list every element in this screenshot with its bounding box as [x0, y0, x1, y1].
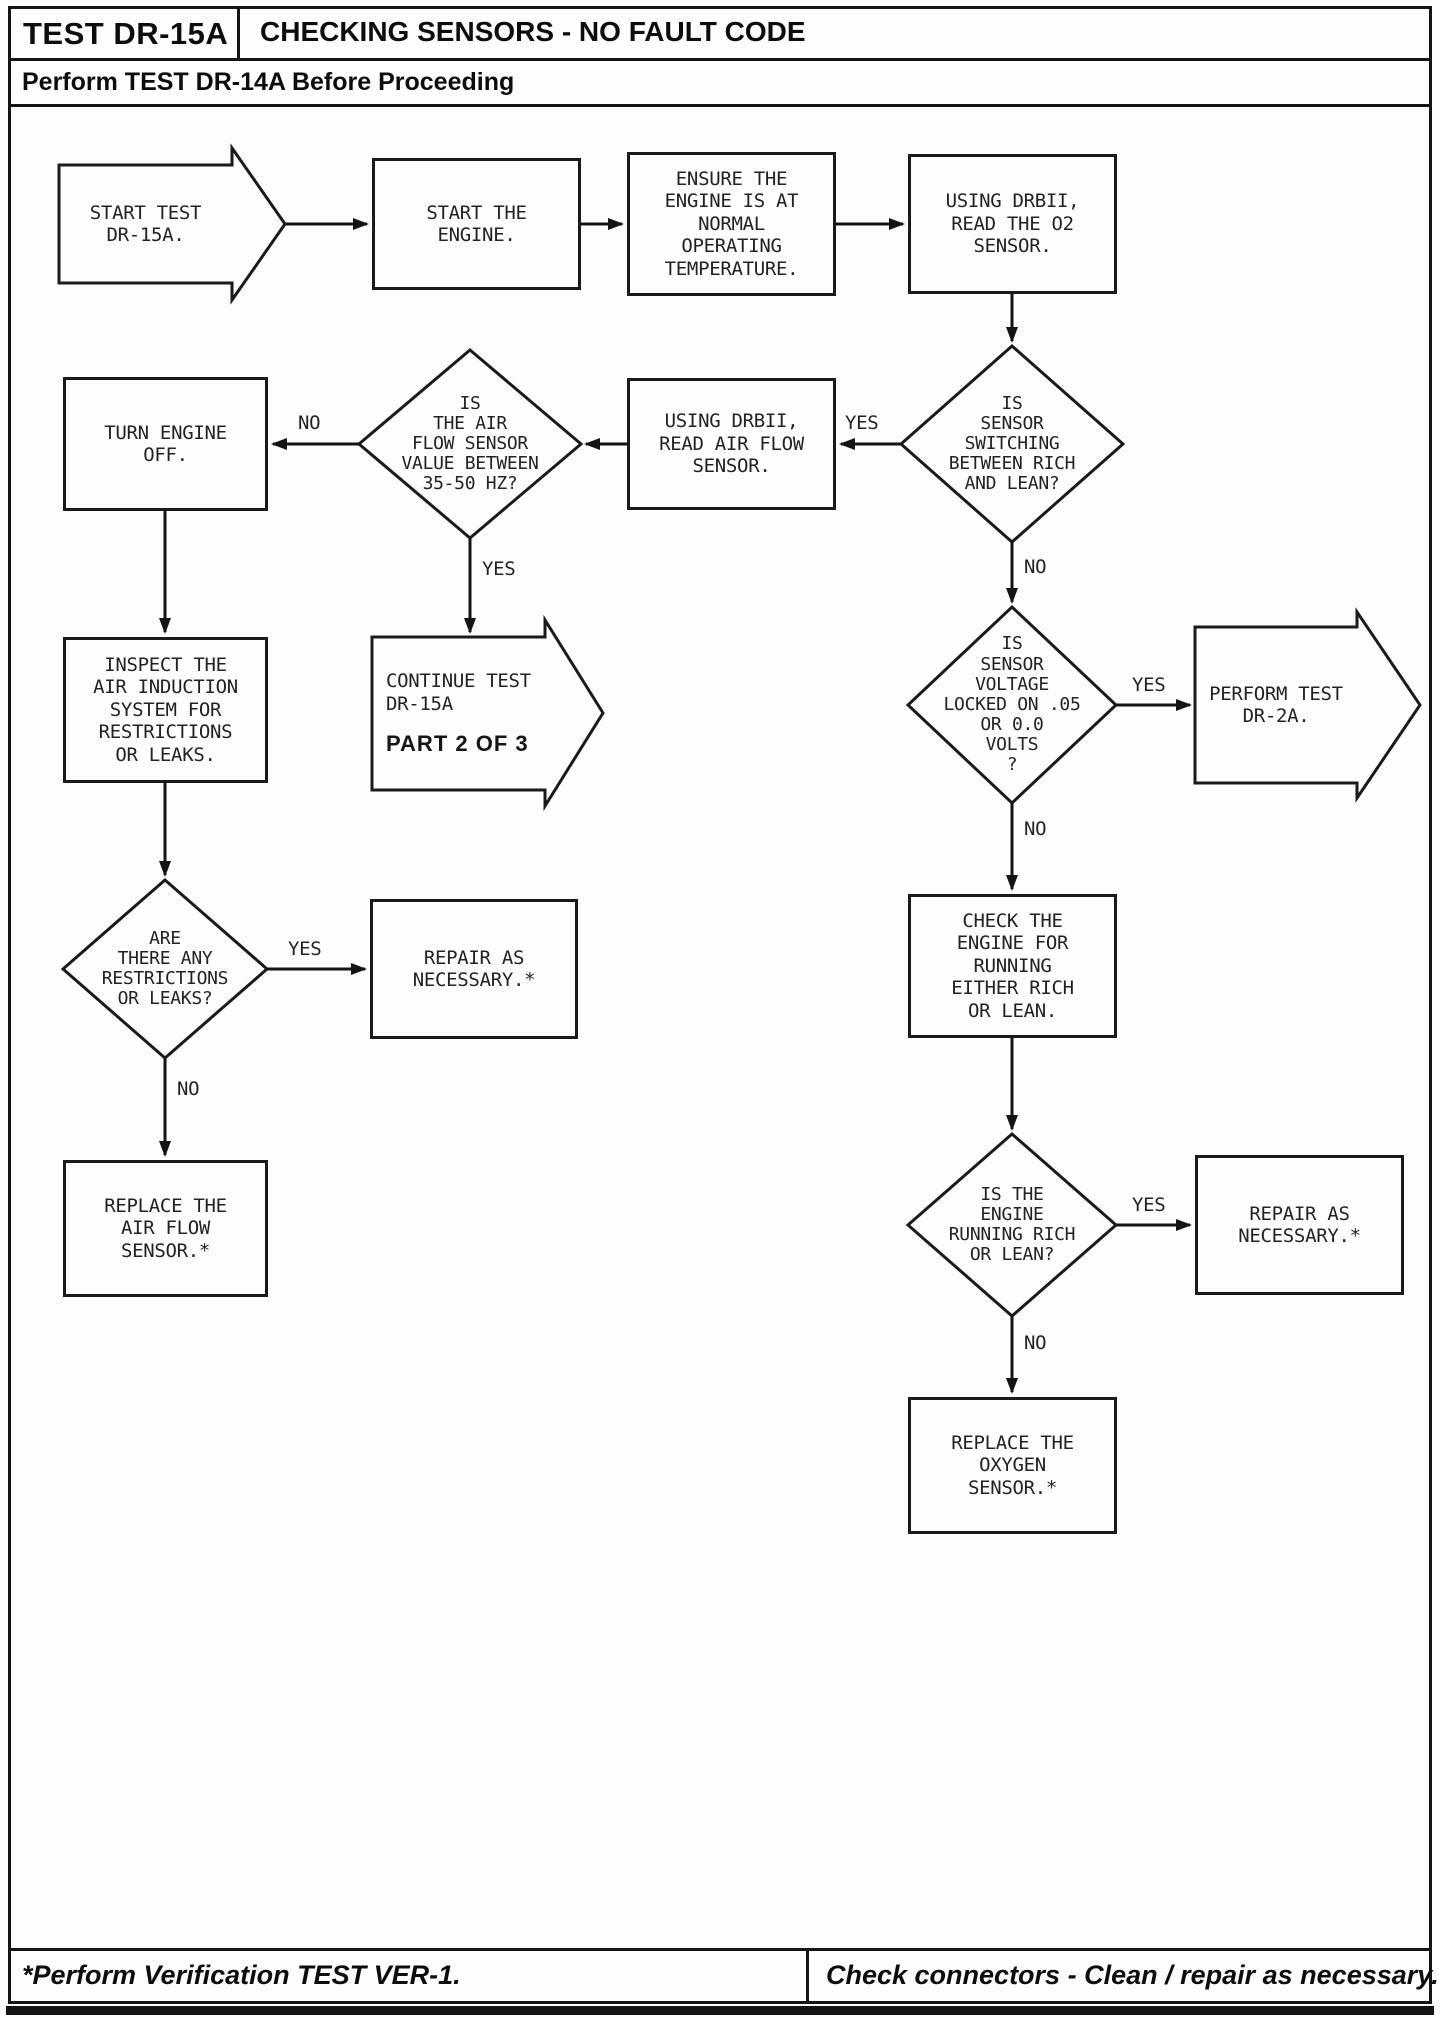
divider — [8, 58, 1432, 61]
node-turn-engine-off: TURN ENGINE OFF. — [63, 377, 268, 511]
decision-rich-or-lean: IS THE ENGINE RUNNING RICH OR LEAN? — [948, 1183, 1076, 1266]
test-id: TEST DR-15A — [23, 15, 229, 51]
decision-sensor-switching: IS SENSOR SWITCHING BETWEEN RICH AND LEA… — [948, 392, 1076, 495]
edge-label-value-yes: YES — [482, 558, 516, 580]
node-read-o2-sensor: USING DRBII, READ THE O2 SENSOR. — [908, 154, 1117, 294]
start-arrow-shape — [57, 143, 287, 305]
edge-label-value-no: NO — [298, 412, 321, 434]
node-replace-airflow-sensor: REPLACE THE AIR FLOW SENSOR.* — [63, 1160, 268, 1297]
edge-label-restrictions-yes: YES — [288, 938, 322, 960]
edge-label-voltage-no: NO — [1024, 818, 1047, 840]
divider — [8, 104, 1432, 107]
divider — [8, 1948, 1432, 1951]
node-start-engine: START THE ENGINE. — [372, 158, 581, 290]
node-repair-as-necessary-right: REPAIR AS NECESSARY.* — [1195, 1155, 1404, 1295]
edge-label-switching-yes: YES — [845, 412, 879, 434]
continue-test-label: CONTINUE TEST DR-15A — [386, 670, 531, 715]
node-read-airflow-sensor: USING DRBII, READ AIR FLOW SENSOR. — [627, 378, 836, 510]
node-repair-as-necessary-left: REPAIR AS NECESSARY.* — [370, 899, 578, 1039]
edge-label-voltage-yes: YES — [1132, 674, 1166, 696]
continue-arrow-shape — [370, 614, 605, 812]
footer-connectors-note: Check connectors - Clean / repair as nec… — [826, 1960, 1439, 1990]
edge-label-restrictions-no: NO — [177, 1078, 200, 1100]
page-title: CHECKING SENSORS - NO FAULT CODE — [260, 16, 806, 47]
perform-dr2a-arrow-shape — [1193, 607, 1422, 803]
decision-restrictions: ARE THERE ANY RESTRICTIONS OR LEAKS? — [101, 927, 229, 1010]
node-ensure-temperature: ENSURE THE ENGINE IS AT NORMAL OPERATING… — [627, 152, 836, 296]
bottom-bar — [6, 2006, 1434, 2015]
edge-label-richlean-yes: YES — [1132, 1194, 1166, 1216]
node-inspect-air-induction: INSPECT THE AIR INDUCTION SYSTEM FOR RES… — [63, 637, 268, 783]
node-replace-oxygen-sensor: REPLACE THE OXYGEN SENSOR.* — [908, 1397, 1117, 1534]
decision-airflow-value: IS THE AIR FLOW SENSOR VALUE BETWEEN 35-… — [401, 392, 539, 495]
node-check-engine-rich-lean: CHECK THE ENGINE FOR RUNNING EITHER RICH… — [908, 894, 1117, 1038]
subtitle: Perform TEST DR-14A Before Proceeding — [22, 68, 515, 96]
footer-verification-note: *Perform Verification TEST VER-1. — [22, 1960, 461, 1990]
page-border — [8, 6, 1432, 2004]
node-start-test: START TEST DR-15A. — [89, 201, 202, 246]
footer-divider — [806, 1948, 809, 2004]
decision-voltage-locked: IS SENSOR VOLTAGE LOCKED ON .05 OR 0.0 V… — [943, 633, 1081, 776]
edge-label-richlean-no: NO — [1024, 1332, 1047, 1354]
node-perform-test-dr2a: PERFORM TEST DR-2A. — [1209, 682, 1343, 727]
continue-part-label: PART 2 OF 3 — [386, 730, 529, 756]
node-continue-test: CONTINUE TEST DR-15A PART 2 OF 3 — [372, 637, 559, 790]
edge-label-switching-no: NO — [1024, 556, 1047, 578]
